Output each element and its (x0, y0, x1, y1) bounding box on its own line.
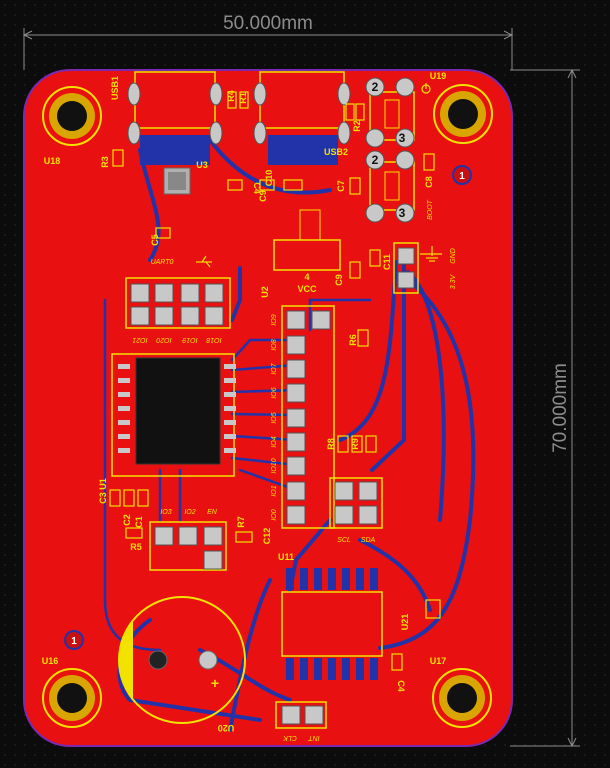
label-u11: U11 (278, 552, 294, 562)
smd-passives (109, 91, 441, 671)
uart-header (125, 277, 231, 329)
io-label-io4: IO4 (271, 436, 278, 447)
label-vcc: VCC (297, 284, 317, 294)
io-label-io5: IO5 (271, 412, 278, 423)
io-label-io10: IO10 (271, 458, 278, 473)
label-c4: C4 (252, 182, 262, 194)
dimension-width-label: 50.000mm (223, 13, 313, 34)
power-symbol-icon (421, 83, 431, 94)
label-c5: C5 (150, 234, 160, 246)
layer-marker-right-label: 1 (459, 171, 465, 182)
label-plus: + (211, 675, 219, 691)
label-c1: C1 (134, 516, 144, 528)
uart-label-io19: IO19 (182, 336, 197, 343)
dimension-height (510, 68, 580, 748)
usb-symbol-icon (196, 255, 212, 268)
label-c7: C7 (336, 180, 346, 192)
io-label-io7: IO7 (271, 362, 278, 374)
io-label-io1: IO1 (271, 485, 278, 496)
clk-int-header (275, 701, 327, 729)
label-c4b: C4 (396, 680, 406, 692)
rtc-chip-u11 (281, 568, 383, 680)
io-label-io8: IO8 (271, 339, 278, 350)
label-4: 4 (304, 272, 309, 282)
label-en: EN (207, 509, 218, 516)
label-u3: U3 (196, 160, 208, 170)
label-u2: U2 (260, 286, 270, 298)
layer-marker-left (64, 630, 84, 650)
dimension-height-label: 70.000mm (550, 363, 571, 453)
label-c9: C9 (258, 190, 268, 202)
dimension-width (22, 28, 514, 70)
label-r4: R4 (226, 90, 236, 102)
label-c3: C3 (98, 492, 108, 504)
uart-label-io18: IO18 (206, 336, 221, 343)
label-3v3: 3.3V (450, 273, 457, 289)
label-r1: R1 (238, 92, 248, 104)
label-r9: R9 (350, 438, 360, 450)
bottom-io-header (149, 521, 227, 571)
label-u18: U18 (44, 156, 61, 166)
label-gnd: GND (450, 248, 457, 264)
label-c8: C8 (424, 176, 434, 188)
layer-marker-right (452, 165, 472, 185)
reset-switch (365, 77, 415, 148)
label-uart0: UART0 (151, 259, 174, 266)
bottom-layer-traces (103, 138, 476, 732)
label-int: INT (308, 734, 320, 741)
label-c11: C11 (382, 254, 392, 270)
esp-module-u1 (111, 353, 236, 477)
label-c2: C2 (122, 514, 132, 526)
label-c10: C10 (264, 170, 274, 187)
switch-pin-label-2a: 2 (372, 80, 379, 94)
label-io3: IO3 (160, 509, 171, 516)
uart-label-io21: IO21 (132, 336, 147, 343)
label-c9b: C9 (334, 274, 344, 286)
mounting-hole-br (432, 668, 492, 728)
label-r6: R6 (348, 334, 358, 346)
gnd-symbol-icon (420, 246, 442, 262)
usb2-connector (253, 71, 351, 165)
label-u16: U16 (42, 656, 59, 666)
label-clk: CLK (283, 734, 297, 741)
pcb-board (23, 69, 513, 747)
label-r2: R2 (352, 120, 362, 132)
u3-chip (163, 167, 191, 195)
switch-pin-label-2b: 2 (372, 153, 379, 167)
label-usb2: USB2 (324, 147, 348, 157)
mounting-hole-tr (433, 84, 493, 144)
label-io2: IO2 (184, 509, 195, 516)
label-scl: SCL (337, 537, 351, 544)
i2c-header (329, 477, 383, 529)
label-u17: U17 (430, 656, 447, 666)
power-header (393, 242, 419, 294)
label-r3: R3 (100, 156, 110, 168)
mounting-hole-tl (42, 86, 102, 146)
label-usb1: USB1 (110, 76, 120, 100)
usb1-connector (127, 71, 223, 165)
label-u20: U20 (218, 723, 235, 733)
label-u1: U1 (98, 478, 108, 490)
label-r7: R7 (236, 516, 246, 528)
label-boot: BOOT (427, 199, 434, 220)
label-r8: R8 (326, 438, 336, 450)
layer-marker-left-label: 1 (71, 636, 77, 647)
io-label-io6: IO6 (271, 387, 278, 398)
io-header (281, 305, 335, 529)
label-sda: SDA (361, 537, 376, 544)
io-label-io9: IO9 (271, 314, 278, 325)
switch-pin-label-3a: 3 (399, 131, 406, 145)
label-u21: U21 (400, 614, 410, 631)
switch-pin-label-3b: 3 (399, 206, 406, 220)
label-c12: C12 (262, 528, 272, 545)
regulator-u2 (273, 209, 341, 271)
mounting-hole-bl (42, 668, 102, 728)
uart-label-io20: IO20 (156, 336, 171, 343)
label-u19: U19 (430, 71, 447, 81)
label-r5: R5 (130, 542, 142, 552)
battery-holder-u20 (118, 596, 246, 724)
io-label-io0: IO0 (271, 509, 278, 520)
boot-switch (365, 150, 415, 223)
